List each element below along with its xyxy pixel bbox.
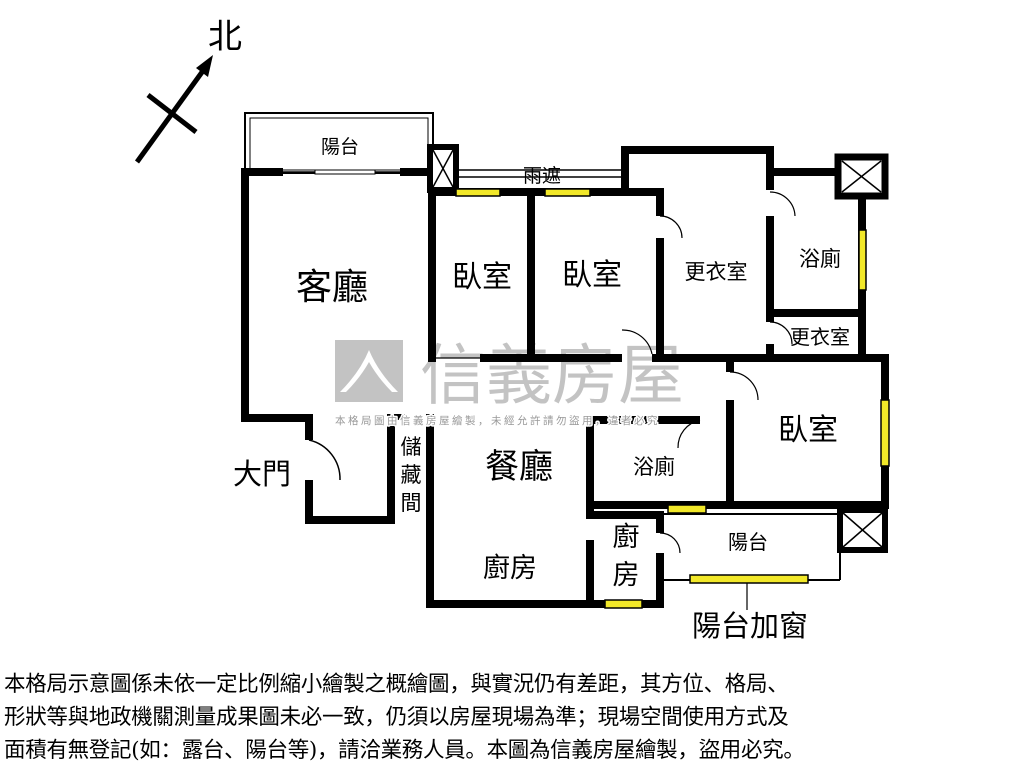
balcony-window-label: 陽台加窗	[692, 609, 808, 643]
bathroom-2-label: 浴廁	[633, 455, 675, 479]
bathroom-1-label: 浴廁	[799, 247, 841, 271]
disclaimer-line-2: 形狀等與地政機關測量成果圖未必一致，仍須以房屋現場為準；現場空間使用方式及	[4, 705, 789, 730]
living-room-label: 客廳	[296, 267, 368, 308]
walk-in-closet-2-label: 更衣室	[790, 325, 850, 349]
north-label: 北	[208, 17, 242, 57]
watermark: 信義房屋	[335, 337, 684, 414]
storage-label-2: 藏	[401, 463, 422, 487]
bedroom-1-label: 臥室	[452, 260, 512, 295]
bedroom-2-label: 臥室	[562, 258, 622, 293]
bedroom-3-label: 臥室	[778, 413, 838, 448]
walls	[241, 112, 889, 608]
storage-label-1: 儲	[401, 435, 422, 459]
kitchen-small-label-2: 房	[613, 560, 640, 591]
watermark-logo	[335, 340, 403, 402]
disclaimer: 本格局示意圖係未依一定比例縮小繪製之概繪圖，與實況仍有差距，其方位、格局、 形狀…	[4, 668, 1024, 767]
kitchen-label: 廚房	[483, 553, 537, 584]
north-arrow-icon	[134, 55, 213, 164]
rain-shelter-label: 雨遮	[523, 165, 561, 187]
watermark-brand: 信義房屋	[420, 337, 684, 414]
windows	[455, 188, 890, 609]
storage-label-3: 間	[401, 491, 422, 515]
balcony-bottom-label: 陽台	[728, 530, 768, 554]
kitchen-small-label-1: 廚	[613, 522, 640, 553]
disclaimer-line-3: 面積有無登記(如：露台、陽台等)，請洽業務人員。本圖為信義房屋繪製，盜用必究。	[4, 738, 805, 763]
room-labels: 陽台 雨遮 客廳 臥室 臥室 更衣室 浴廁 更衣室 臥室 餐廳 浴廁 儲 藏 間…	[233, 136, 850, 643]
walk-in-closet-1-label: 更衣室	[685, 260, 748, 284]
main-door-label: 大門	[233, 457, 291, 491]
dining-room-label: 餐廳	[485, 447, 553, 487]
watermark-notice: 本格局圖由信義房屋繪製，未經允許請勿盜用，違者必究	[335, 414, 660, 427]
balcony-top-label: 陽台	[321, 136, 359, 158]
disclaimer-line-1: 本格局示意圖係未依一定比例縮小繪製之概繪圖，與實況仍有差距，其方位、格局、	[4, 672, 789, 697]
